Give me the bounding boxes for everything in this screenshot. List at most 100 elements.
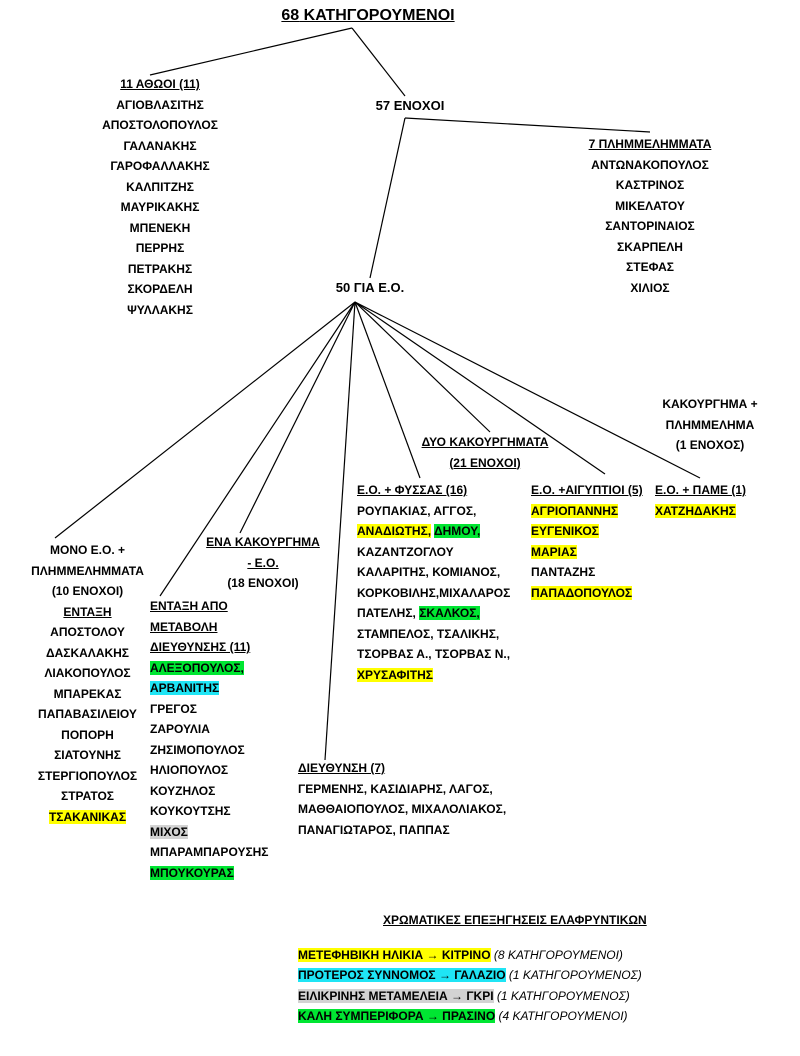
- mono-row: ΠΑΠΑΒΑΣΙΛΕΙΟΥ: [10, 704, 165, 725]
- fyssas-name: ΡΟΥΠΑΚΙΑΣ, ΑΓΓΟΣ,: [357, 503, 477, 518]
- mono-name: ΔΑΣΚΑΛΑΚΗΣ: [45, 645, 130, 660]
- mono-row: ΜΠΑΡΕΚΑΣ: [10, 684, 165, 705]
- membership-name: ΚΟΥΚΟΥΤΣΗΣ: [150, 804, 231, 818]
- mono-row: ΑΠΟΣΤΟΛΟΥ: [10, 622, 165, 643]
- mono-name: ΑΠΟΣΤΟΛΟΥ: [50, 625, 125, 639]
- title-count: 68: [281, 7, 300, 24]
- misdemeanor-name: ΣΤΕΦΑΣ: [626, 260, 674, 274]
- mono-row: ΣΤΡΑΤΟΣ: [10, 786, 165, 807]
- guilty-label: 57 ΕΝΟΧΟΙ: [375, 98, 445, 113]
- acquitted-name: ΜΑΥΡΙΚΑΚΗΣ: [120, 200, 200, 214]
- legend-item-note: (1 ΚΑΤΗΓΟΡΟΥΜΕΝΟΣ): [505, 968, 642, 982]
- line-crimorg-fyssas: [354, 301, 421, 479]
- line-guilty-misdemeanors: [404, 117, 651, 133]
- mono-name: ΣΙΑΤΟΥΝΗΣ: [54, 748, 121, 762]
- two-felonies-heading-2: (21 ΕΝΟΧΟΙ): [449, 455, 521, 470]
- crimorg-node: 50 ΓΙΑ Ε.Ο.: [315, 278, 425, 299]
- acquitted-heading: 11 ΑΘΩΟΙ (11): [120, 77, 200, 91]
- misdemeanor-name: ΚΑΣΤΡΙΝΟΣ: [615, 178, 685, 192]
- fyssas-name: ΚΟΡΚΟΒΙΛΗΣ,ΜΙΧΑΛΑΡΟΣ: [357, 585, 511, 600]
- mono-row: ΔΑΣΚΑΛΑΚΗΣ: [10, 643, 165, 664]
- legend-item: ΠΡΟΤΕΡΟΣ ΣΥΝΝΟΜΟΣ → ΓΑΛΑΖΙΟ (1 ΚΑΤΗΓΟΡΟΥ…: [298, 965, 718, 986]
- legend-item-label: ΚΑΛΗ ΣΥΜΠΕΡΙΦΟΡΑ → ΠΡΑΣΙΝΟ: [298, 1009, 496, 1023]
- fyssas-name: ΔΗΜΟΥ,: [434, 524, 481, 538]
- line-guilty-crimorg: [369, 117, 406, 279]
- membership-heading-3: ΔΙΕΥΘΥΝΣΗΣ (11): [150, 640, 251, 654]
- membership-row: ΜΠΑΡΑΜΠΑΡΟΥΣΗΣ: [150, 842, 290, 863]
- misdemeanor-name: ΑΝΤΩΝΑΚΟΠΟΥΛΟΣ: [591, 157, 709, 172]
- leadership-group: ΔΙΕΥΘΥΝΣΗ (7) ΓΕΡΜΕΝΗΣ, ΚΑΣΙΔΙΑΡΗΣ, ΛΑΓΟ…: [298, 758, 538, 840]
- legend: ΧΡΩΜΑΤΙΚΕΣ ΕΠΕΞΗΓΗΣΕΙΣ ΕΛΑΦΡΥΝΤΙΚΩΝ ΜΕΤΕ…: [298, 910, 718, 1027]
- fyssas-heading: Ε.Ο. + ΦΥΣΣΑΣ (16): [357, 483, 468, 497]
- membership-group: ΕΝΤΑΞΗ ΑΠΟ ΜΕΤΑΒΟΛΗ ΔΙΕΥΘΥΝΣΗΣ (11) ΑΛΕΞ…: [150, 596, 290, 883]
- title-label: ΚΑΤΗΓΟΡΟΥΜΕΝΟΙ: [299, 7, 455, 24]
- membership-name: ΑΡΒΑΝΙΤΗΣ: [150, 681, 220, 695]
- egyptians-heading: Ε.Ο. +ΑΙΓΥΠΤΙΟΙ (5): [531, 483, 643, 497]
- fyssas-row: ΑΝΑΔΙΩΤΗΣ, ΔΗΜΟΥ,: [357, 521, 532, 542]
- membership-heading-2: ΜΕΤΑΒΟΛΗ: [150, 619, 218, 634]
- line-crimorg-onefelony: [239, 301, 356, 534]
- fyssas-name: ΣΚΑΛΚΟΣ,: [419, 606, 480, 620]
- membership-row: ΜΙΧΟΣ: [150, 822, 290, 843]
- legend-item-note: (1 ΚΑΤΗΓΟΡΟΥΜΕΝΟΣ): [493, 988, 630, 1003]
- mono-row: ΣΙΑΤΟΥΝΗΣ: [10, 745, 165, 766]
- legend-list: ΜΕΤΕΦΗΒΙΚΗ ΗΛΙΚΙΑ → ΚΙΤΡΙΝΟ (8 ΚΑΤΗΓΟΡΟΥ…: [298, 945, 718, 1027]
- fyssas-row: ΚΑΖΑΝΤΖΟΓΛΟΥ: [357, 542, 532, 563]
- mono-name: ΛΙΑΚΟΠΟΥΛΟΣ: [44, 666, 131, 680]
- line-crimorg-egyptians: [354, 301, 606, 475]
- fyssas-name: ΤΣΟΡΒΑΣ Α., ΤΣΟΡΒΑΣ Ν.,: [357, 647, 511, 661]
- egyptians-row: ΑΓΡΙΟΠΑΝΝΗΣ: [531, 501, 651, 522]
- mono-name: ΠΑΠΑΒΑΣΙΛΕΙΟΥ: [38, 707, 137, 721]
- one-felony-heading-1: ΕΝΑ ΚΑΚΟΥΡΓΗΜΑ: [206, 535, 320, 549]
- mono-name: ΤΣΑΚΑΝΙΚΑΣ: [48, 809, 127, 824]
- acquitted-name: ΜΠΕΝΕΚΗ: [129, 220, 191, 235]
- egyptians-name: ΕΥΓΕΝΙΚΟΣ: [531, 524, 599, 538]
- felony-misdemeanor-group: ΚΑΚΟΥΡΓΗΜΑ + ΠΛΗΜΜΕΛΗΜΑ (1 ΕΝΟΧΟΣ): [645, 394, 775, 456]
- page-title: 68 ΚΑΤΗΓΟΡΟΥΜΕΝΟΙ: [250, 6, 486, 27]
- membership-name: ΖΑΡΟΥΛΙΑ: [150, 722, 210, 736]
- pame-group: Ε.Ο. + ΠΑΜΕ (1) ΧΑΤΖΗΔΑΚΗΣ: [655, 480, 775, 521]
- felony-misdemeanor-heading-3: (1 ΕΝΟΧΟΣ): [675, 438, 745, 452]
- pame-heading: Ε.Ο. + ΠΑΜΕ (1): [655, 483, 747, 497]
- fyssas-row: ΡΟΥΠΑΚΙΑΣ, ΑΓΓΟΣ,: [357, 501, 532, 522]
- membership-name: ΖΗΣΙΜΟΠΟΥΛΟΣ: [150, 742, 245, 757]
- acquitted-name: ΚΑΛΠΙΤΖΗΣ: [126, 179, 194, 194]
- membership-row: ΚΟΥΚΟΥΤΣΗΣ: [150, 801, 290, 822]
- mono-row: ΤΣΑΚΑΝΙΚΑΣ: [10, 807, 165, 828]
- acquitted-name: ΨΥΛΛΑΚΗΣ: [127, 302, 193, 317]
- mono-name: ΜΠΑΡΕΚΑΣ: [53, 686, 122, 701]
- line-root-guilty: [351, 27, 406, 97]
- fyssas-row: ΚΟΡΚΟΒΙΛΗΣ,ΜΙΧΑΛΑΡΟΣ: [357, 583, 532, 604]
- fyssas-name: ΧΡΥΣΑΦΙΤΗΣ: [357, 667, 433, 682]
- pame-row: ΧΑΤΖΗΔΑΚΗΣ: [655, 501, 775, 522]
- membership-name: ΜΙΧΟΣ: [150, 824, 188, 839]
- egyptians-row: ΜΑΡΙΑΣ: [531, 542, 651, 563]
- acquitted-name: ΠΕΤΡΑΚΗΣ: [127, 261, 193, 276]
- one-felony-heading-2: - Ε.Ο.: [247, 555, 279, 570]
- two-felonies-heading-1: ΔΥΟ ΚΑΚΟΥΡΓΗΜΑΤΑ: [421, 435, 549, 449]
- egyptians-name: ΜΑΡΙΑΣ: [531, 544, 577, 559]
- membership-name: ΓΡΕΓΟΣ: [150, 701, 197, 716]
- legend-item: ΜΕΤΕΦΗΒΙΚΗ ΗΛΙΚΙΑ → ΚΙΤΡΙΝΟ (8 ΚΑΤΗΓΟΡΟΥ…: [298, 945, 718, 966]
- egyptians-row: ΕΥΓΕΝΙΚΟΣ: [531, 521, 651, 542]
- membership-heading-1: ΕΝΤΑΞΗ ΑΠΟ: [150, 599, 228, 613]
- mono-sub-heading: ΕΝΤΑΞΗ: [63, 604, 112, 619]
- misdemeanors-heading: 7 ΠΛΗΜΜΕΛΗΜΜΑΤΑ: [588, 137, 712, 151]
- membership-name: ΗΛΙΟΠΟΥΛΟΣ: [150, 763, 229, 777]
- legend-item: ΚΑΛΗ ΣΥΜΠΕΡΙΦΟΡΑ → ΠΡΑΣΙΝΟ (4 ΚΑΤΗΓΟΡΟΥΜ…: [298, 1006, 718, 1027]
- fyssas-name: ΚΑΛΑΡΙΤΗΣ, ΚΟΜΙΑΝΟΣ,: [357, 565, 501, 579]
- membership-name: ΜΠΟΥΚΟΥΡΑΣ: [150, 865, 234, 880]
- fyssas-row: ΣΤΑΜΠΕΛΟΣ, ΤΣΑΛΙΚΗΣ,: [357, 624, 532, 645]
- mono-name: ΣΤΕΡΓΙΟΠΟΥΛΟΣ: [37, 768, 138, 783]
- fyssas-name: ΚΑΖΑΝΤΖΟΓΛΟΥ: [357, 544, 454, 559]
- line-crimorg-pame: [354, 301, 701, 479]
- egyptians-name: ΑΓΡΙΟΠΑΝΝΗΣ: [531, 503, 619, 518]
- leadership-line-3: ΠΑΝΑΓΙΩΤΑΡΟΣ, ΠΑΠΠΑΣ: [298, 822, 450, 837]
- mono-row: ΛΙΑΚΟΠΟΥΛΟΣ: [10, 663, 165, 684]
- egyptians-name: ΠΑΠΑΔΟΠΟΥΛΟΣ: [531, 585, 633, 600]
- egyptians-row: ΠΑΝΤΑΖΗΣ: [531, 562, 651, 583]
- membership-row: ΗΛΙΟΠΟΥΛΟΣ: [150, 760, 290, 781]
